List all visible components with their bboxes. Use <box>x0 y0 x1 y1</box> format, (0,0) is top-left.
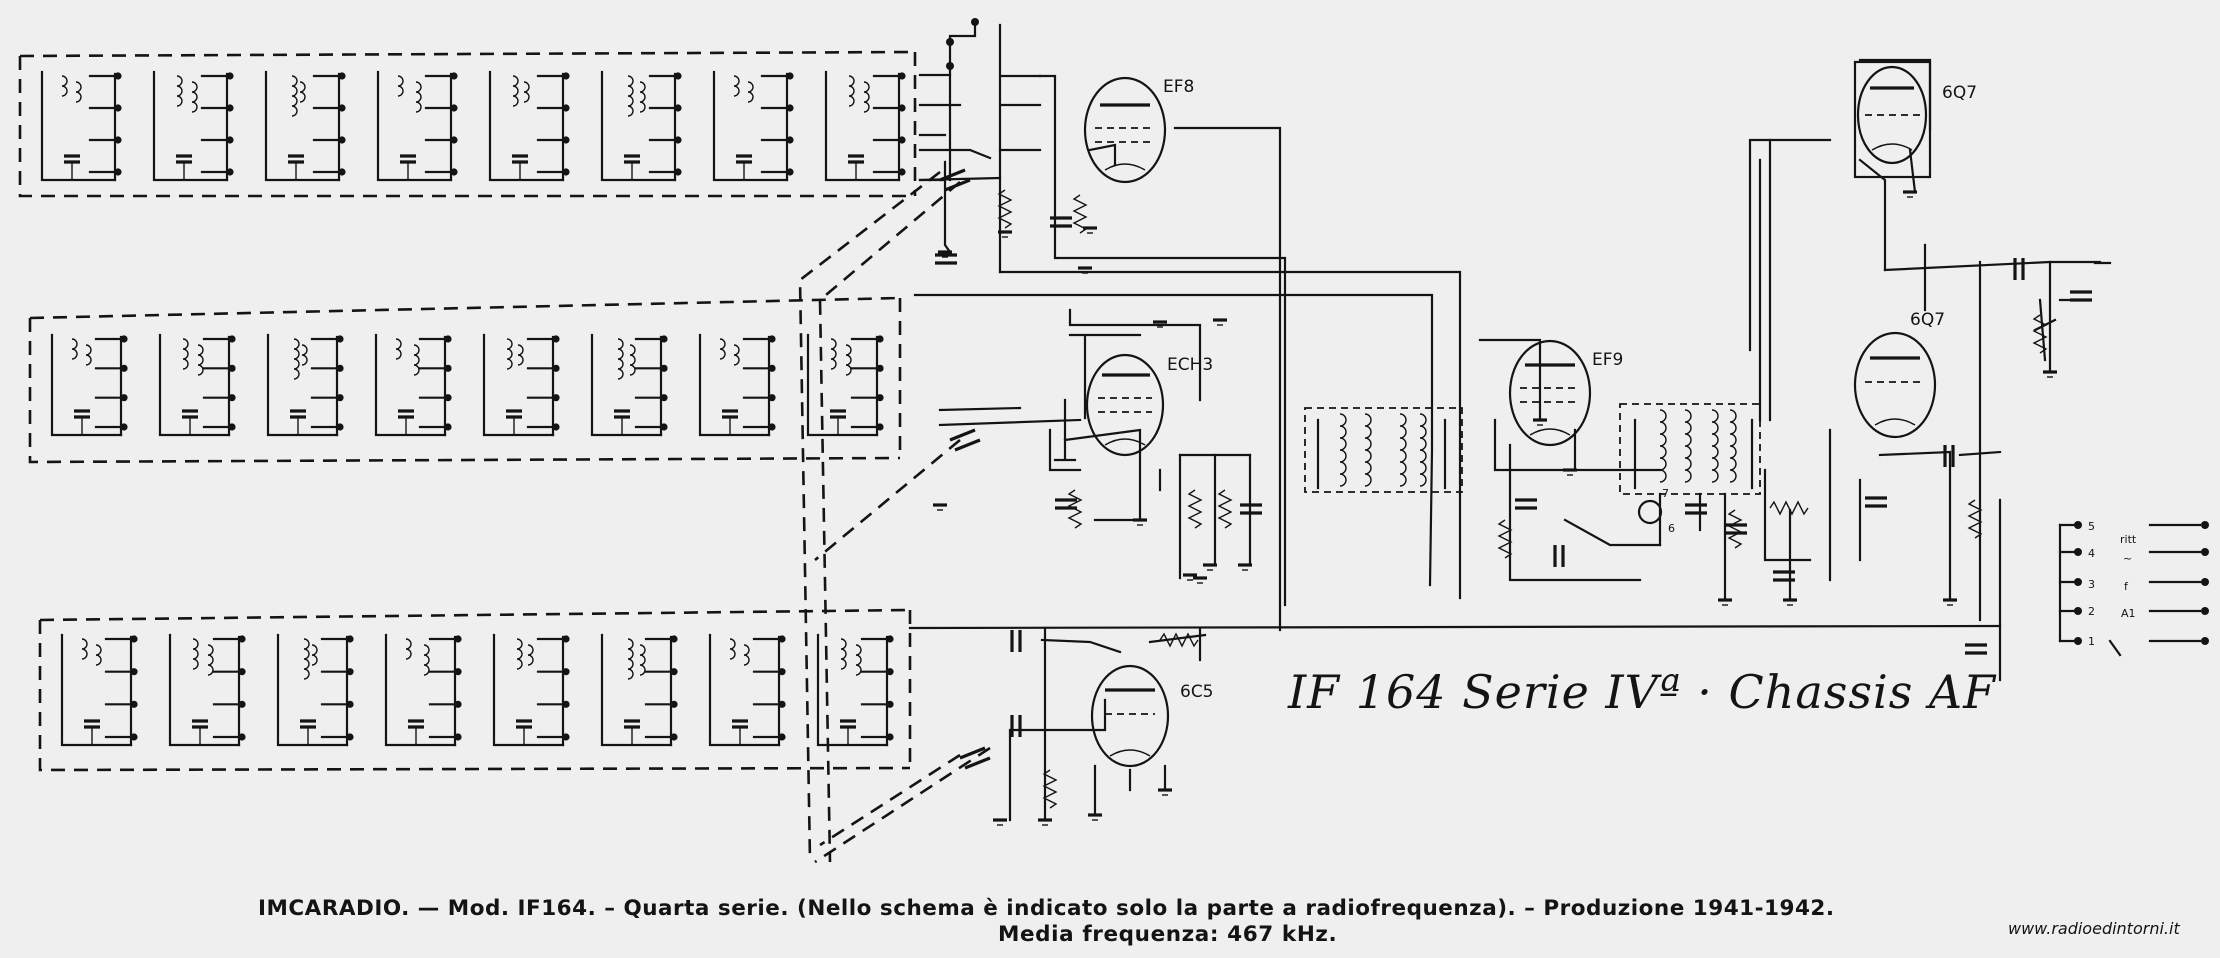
tube-ech3: ECH3 <box>1085 353 1213 457</box>
switch-pos-2: 2 <box>2088 605 2095 618</box>
switch-pos-5: 5 <box>2088 520 2095 533</box>
coil-cell-bottom <box>492 633 570 747</box>
coil-cell-middle <box>374 333 452 437</box>
tube-6c5: 6C5 <box>1090 664 1214 768</box>
coil-cell-bottom <box>600 633 678 747</box>
coil-cell-top <box>488 70 570 182</box>
switch-label-f: f <box>2124 580 2129 593</box>
switch-label-a1: A1 <box>2121 607 2136 620</box>
tube-6q7-mid: 6Q7 <box>1853 310 1945 439</box>
coil-cell-bottom <box>708 633 786 747</box>
tube-ef9: EF9 <box>1508 339 1623 447</box>
coil-cell-bottom <box>168 633 246 747</box>
coil-cell-middle <box>590 333 668 437</box>
terminal-7: 7 <box>1662 487 1669 500</box>
label-6c5: 6C5 <box>1180 682 1214 702</box>
switch-pos-1: 1 <box>2088 635 2095 648</box>
coil-group-middle <box>28 296 902 464</box>
tube-6q7-top: 6Q7 <box>1853 60 1977 179</box>
coil-cell-middle <box>482 333 560 437</box>
coil-cell-middle <box>50 333 128 437</box>
coil-cell-top <box>600 70 682 182</box>
wiring <box>908 20 2209 822</box>
watermark: www.radioedintorni.it <box>2008 919 2180 938</box>
label-6q7-mid: 6Q7 <box>1910 310 1945 330</box>
coil-cell-top <box>152 70 234 182</box>
coil-cell-bottom <box>816 633 894 747</box>
coil-group-bottom <box>38 608 912 772</box>
coil-cell-middle <box>698 333 776 437</box>
label-ef9: EF9 <box>1592 350 1623 370</box>
band-selector-switch: 5 4 3 2 1 ritt ~ f A1 7 6 <box>1662 487 2137 648</box>
coil-cell-middle <box>806 333 884 437</box>
switch-pos-3: 3 <box>2088 578 2095 591</box>
label-6q7-top: 6Q7 <box>1942 83 1977 103</box>
coil-cell-middle <box>266 333 344 437</box>
label-ef8: EF8 <box>1163 77 1194 97</box>
caption-line-1: IMCARADIO. — Mod. IF164. – Quarta serie.… <box>258 896 1835 921</box>
label-ech3: ECH3 <box>1167 355 1213 375</box>
coil-cell-bottom <box>384 633 462 747</box>
coil-cell-top <box>264 70 346 182</box>
switch-pos-4: 4 <box>2088 547 2095 560</box>
coil-cell-middle <box>158 333 236 437</box>
caption-line-2: Media frequenza: 467 kHz. <box>998 922 1338 947</box>
coil-cell-top <box>712 70 794 182</box>
terminal-6: 6 <box>1668 522 1675 535</box>
switch-label-ritt: ritt <box>2120 533 2137 546</box>
coil-cell-top <box>824 70 906 182</box>
coil-cell-bottom <box>276 633 354 747</box>
coil-cell-bottom <box>60 633 138 747</box>
coil-group-top <box>18 18 979 198</box>
gang-linkage <box>798 170 991 864</box>
coil-cell-top <box>376 70 458 182</box>
coil-cell-top <box>40 70 122 182</box>
switch-label-tilde: ~ <box>2123 552 2132 565</box>
diagram-title: IF 164 Serie IVª · Chassis AF <box>1288 665 1997 719</box>
tube-ef8: EF8 <box>1083 76 1194 184</box>
components <box>933 168 2092 826</box>
